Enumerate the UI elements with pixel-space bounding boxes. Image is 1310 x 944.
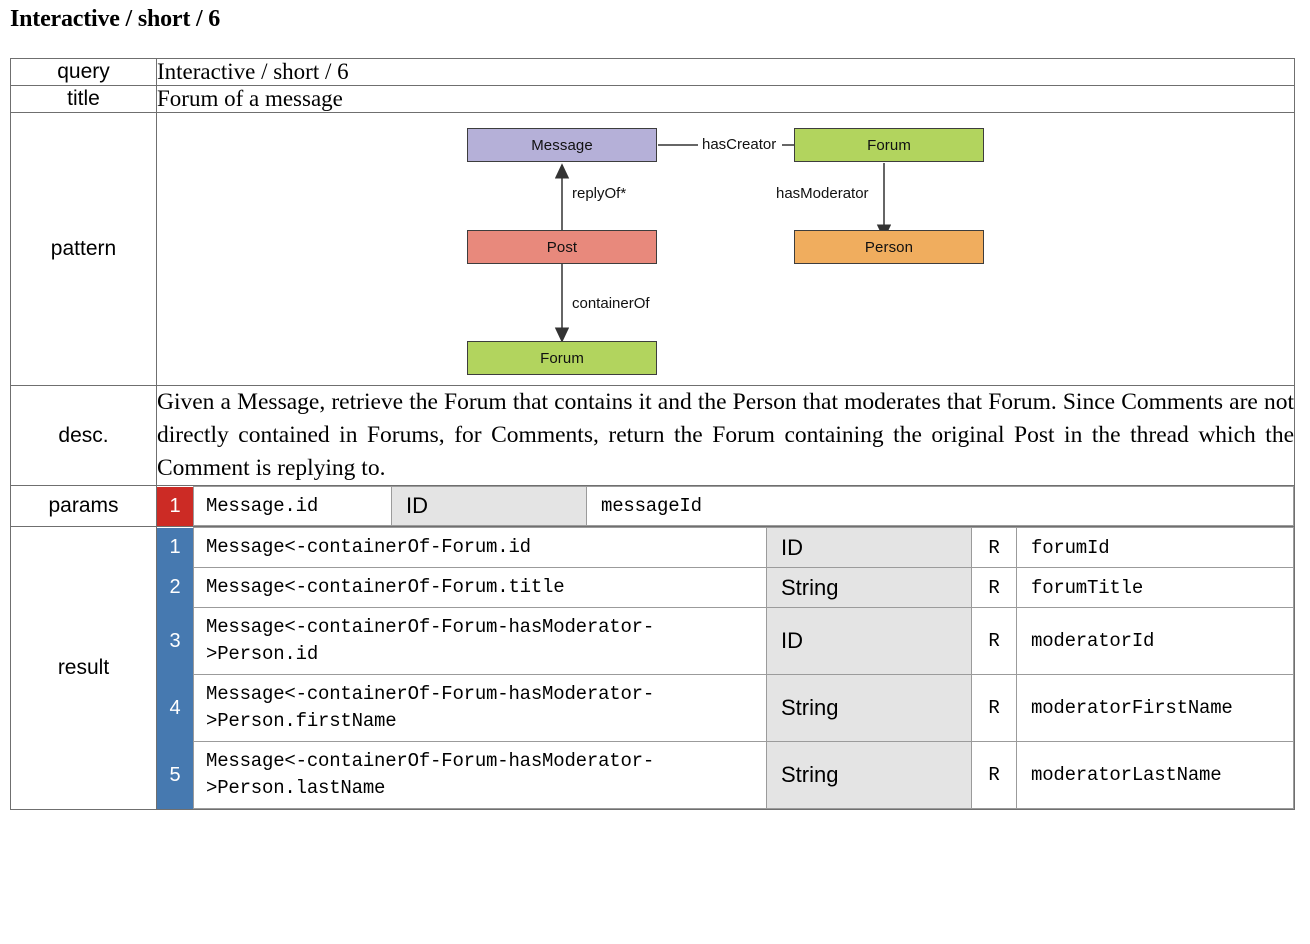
row-label-query: query xyxy=(10,58,157,86)
row-value-title: Forum of a message xyxy=(156,85,1295,113)
result-path-line-1: Message<-containerOf-Forum-hasModerator- xyxy=(206,683,655,705)
result-path-line-1: Message<-containerOf-Forum.id xyxy=(206,536,531,558)
result-type: String xyxy=(766,674,972,742)
param-name: messageId xyxy=(586,486,1294,526)
result-type: ID xyxy=(766,607,972,675)
pattern-node-post: Post xyxy=(467,230,657,264)
result-path-line-2: >Person.id xyxy=(206,643,319,665)
result-name: forumId xyxy=(1016,527,1294,568)
result-index-badge: 1 xyxy=(157,527,194,568)
result-name: moderatorId xyxy=(1016,607,1294,675)
table-row-desc: desc. Given a Message, retrieve the Foru… xyxy=(10,385,1295,486)
row-value-result: 1 Message<-containerOf-Forum.id ID R for… xyxy=(156,526,1295,810)
row-label-pattern: pattern xyxy=(10,112,157,386)
result-index-badge: 2 xyxy=(157,567,194,608)
pattern-node-post-label: Post xyxy=(546,238,578,256)
result-access: R xyxy=(971,607,1017,675)
table-row: 1 Message<-containerOf-Forum.id ID R for… xyxy=(157,527,1294,568)
result-access: R xyxy=(971,741,1017,809)
pattern-node-message: Message xyxy=(467,128,657,162)
result-name: moderatorLastName xyxy=(1016,741,1294,809)
table-row-params: params 1 Message.id ID messageId xyxy=(10,485,1295,527)
result-path: Message<-containerOf-Forum.title xyxy=(193,567,767,608)
pattern-node-forum-top: Forum xyxy=(794,128,984,162)
pattern-node-person-label: Person xyxy=(864,238,914,256)
pattern-edge-label-containerof: containerOf xyxy=(572,295,650,312)
table-row-pattern: pattern xyxy=(10,112,1295,386)
query-spec-table: query Interactive / short / 6 title Foru… xyxy=(10,58,1295,810)
param-index-badge: 1 xyxy=(157,486,194,526)
pattern-node-person: Person xyxy=(794,230,984,264)
pattern-edge-label-replyof: replyOf* xyxy=(572,185,627,202)
result-index-badge: 4 xyxy=(157,674,194,742)
pattern-edge-label-hasmoderator: hasModerator xyxy=(776,185,869,202)
result-table: 1 Message<-containerOf-Forum.id ID R for… xyxy=(157,527,1294,809)
result-path: Message<-containerOf-Forum-hasModerator-… xyxy=(193,741,767,809)
table-row: 4 Message<-containerOf-Forum-hasModerato… xyxy=(157,674,1294,742)
result-access: R xyxy=(971,567,1017,608)
result-index-badge: 3 xyxy=(157,607,194,675)
result-path-line-1: Message<-containerOf-Forum.title xyxy=(206,576,565,598)
result-path: Message<-containerOf-Forum-hasModerator-… xyxy=(193,607,767,675)
row-value-pattern: Message Forum Post Person Forum xyxy=(156,112,1295,386)
params-table: 1 Message.id ID messageId xyxy=(157,486,1294,526)
row-value-params: 1 Message.id ID messageId xyxy=(156,485,1295,527)
result-type: String xyxy=(766,741,972,809)
params-row: 1 Message.id ID messageId xyxy=(157,486,1294,526)
result-index-badge: 5 xyxy=(157,741,194,809)
result-name: moderatorFirstName xyxy=(1016,674,1294,742)
result-access: R xyxy=(971,674,1017,742)
param-path: Message.id xyxy=(193,486,392,526)
table-row-result: result 1 Message<-containerOf-Forum.id I… xyxy=(10,526,1295,810)
row-label-title: title xyxy=(10,85,157,113)
param-type: ID xyxy=(391,486,587,526)
result-access: R xyxy=(971,527,1017,568)
table-row: 3 Message<-containerOf-Forum-hasModerato… xyxy=(157,607,1294,675)
row-label-desc: desc. xyxy=(10,385,157,486)
row-value-desc: Given a Message, retrieve the Forum that… xyxy=(156,385,1295,486)
result-type: ID xyxy=(766,527,972,568)
pattern-edge-label-hascreator: hasCreator xyxy=(702,136,777,153)
result-path-line-1: Message<-containerOf-Forum-hasModerator- xyxy=(206,750,655,772)
table-row-query: query Interactive / short / 6 xyxy=(10,58,1295,86)
row-label-result: result xyxy=(10,526,157,810)
table-row-title: title Forum of a message xyxy=(10,85,1295,113)
result-path-line-2: >Person.lastName xyxy=(206,777,386,799)
row-label-params: params xyxy=(10,485,157,527)
page-title: Interactive / short / 6 xyxy=(10,6,221,32)
pattern-node-message-label: Message xyxy=(531,136,593,154)
description-text: Given a Message, retrieve the Forum that… xyxy=(157,389,1294,481)
result-path-line-2: >Person.firstName xyxy=(206,710,397,732)
pattern-diagram-edges xyxy=(554,138,892,343)
table-row: 5 Message<-containerOf-Forum-hasModerato… xyxy=(157,741,1294,809)
result-path-line-1: Message<-containerOf-Forum-hasModerator- xyxy=(206,616,655,638)
pattern-node-forum-bottom: Forum xyxy=(467,341,657,375)
result-path: Message<-containerOf-Forum-hasModerator-… xyxy=(193,674,767,742)
row-value-query: Interactive / short / 6 xyxy=(156,58,1295,86)
pattern-node-forum-bottom-label: Forum xyxy=(540,349,584,367)
pattern-node-forum-top-label: Forum xyxy=(867,136,911,154)
result-type: String xyxy=(766,567,972,608)
result-path: Message<-containerOf-Forum.id xyxy=(193,527,767,568)
pattern-diagram: Message Forum Post Person Forum xyxy=(157,113,1294,385)
table-row: 2 Message<-containerOf-Forum.title Strin… xyxy=(157,567,1294,608)
result-name: forumTitle xyxy=(1016,567,1294,608)
